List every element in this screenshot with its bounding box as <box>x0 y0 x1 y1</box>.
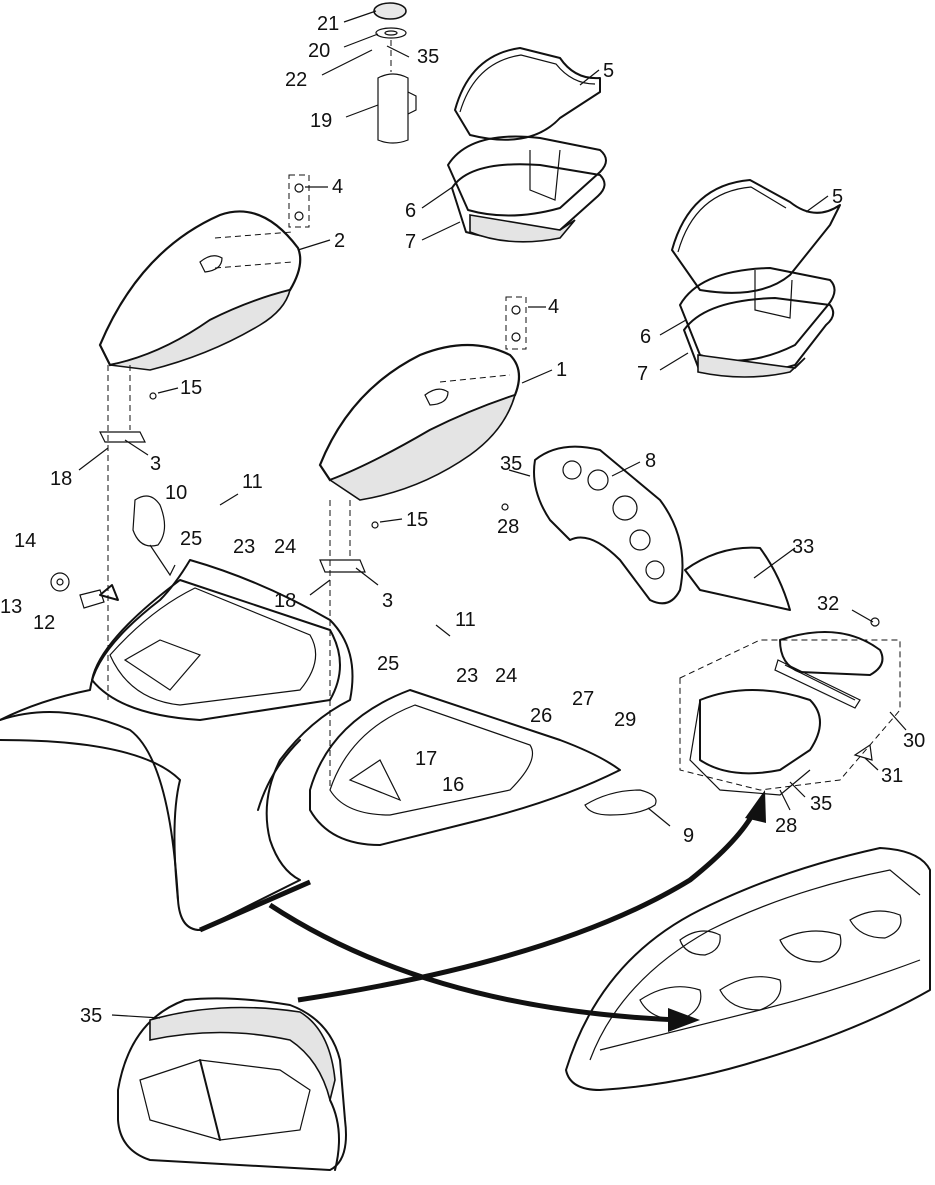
callout-3: 3 <box>150 453 161 475</box>
front-seat <box>98 174 310 371</box>
callout-22: 22 <box>285 69 307 91</box>
callout-35: 35 <box>810 793 832 815</box>
callout-14: 14 <box>14 530 36 552</box>
callout-labels: 21 20 22 35 19 5 6 7 4 2 5 6 7 4 1 15 3 … <box>0 13 925 1027</box>
callout-27: 27 <box>572 688 594 710</box>
callout-5: 5 <box>603 60 614 82</box>
hinge-hardware <box>99 365 379 790</box>
callout-30: 30 <box>903 730 925 752</box>
callout-28: 28 <box>775 815 797 837</box>
callout-8: 8 <box>645 450 656 472</box>
callout-18: 18 <box>274 590 296 612</box>
callout-23: 23 <box>456 665 478 687</box>
callout-23: 23 <box>233 536 255 558</box>
callout-32: 32 <box>817 593 839 615</box>
callout-35: 35 <box>80 1005 102 1027</box>
arrowhead-glove-box <box>745 790 766 823</box>
storage-bin-rear <box>671 179 841 378</box>
callout-2: 2 <box>334 230 345 252</box>
callout-31: 31 <box>881 765 903 787</box>
callout-35: 35 <box>500 453 522 475</box>
callout-19: 19 <box>310 110 332 132</box>
mirror <box>584 789 657 816</box>
arrow-to-glove-box <box>297 808 758 1003</box>
callout-16: 16 <box>442 774 464 796</box>
hull-body <box>0 559 621 931</box>
boat-overview <box>565 847 931 1091</box>
instrument-bracket <box>533 445 684 605</box>
small-parts <box>50 495 509 609</box>
reference-arrows <box>199 790 766 1032</box>
callout-6: 6 <box>640 326 651 348</box>
glove-box-assembly <box>679 546 901 796</box>
callout-24: 24 <box>495 665 517 687</box>
callout-9: 9 <box>683 825 694 847</box>
arrow-to-boat <box>268 902 681 1023</box>
callout-6: 6 <box>405 200 416 222</box>
callout-7: 7 <box>405 231 416 253</box>
callout-17: 17 <box>415 748 437 770</box>
callout-11: 11 <box>455 609 476 631</box>
callout-15: 15 <box>180 377 202 399</box>
callout-21: 21 <box>317 13 339 35</box>
callout-29: 29 <box>614 709 636 731</box>
callout-7: 7 <box>637 363 648 385</box>
callout-25: 25 <box>180 528 202 550</box>
callout-25: 25 <box>377 653 399 675</box>
storage-bin-front <box>447 47 607 243</box>
leader-lines <box>78 10 907 1019</box>
arrow-from-hull <box>199 879 311 933</box>
rear-seat <box>318 296 527 501</box>
callout-15: 15 <box>406 509 428 531</box>
callout-3: 3 <box>382 590 393 612</box>
callout-5: 5 <box>832 186 843 208</box>
callout-33: 33 <box>792 536 814 558</box>
callout-20: 20 <box>308 40 330 62</box>
callout-13: 13 <box>0 596 22 618</box>
callout-4: 4 <box>332 176 343 198</box>
callout-24: 24 <box>274 536 296 558</box>
callout-1: 1 <box>556 359 567 381</box>
callout-12: 12 <box>33 612 55 634</box>
cap-assembly <box>373 2 417 144</box>
callout-10: 10 <box>165 482 187 504</box>
callout-18: 18 <box>50 468 72 490</box>
callout-35: 35 <box>417 46 439 68</box>
callout-4: 4 <box>548 296 559 318</box>
callout-28: 28 <box>497 516 519 538</box>
arrowhead-boat <box>668 1008 700 1032</box>
callout-11: 11 <box>242 471 263 493</box>
callout-26: 26 <box>530 705 552 727</box>
box-detail <box>117 997 347 1171</box>
